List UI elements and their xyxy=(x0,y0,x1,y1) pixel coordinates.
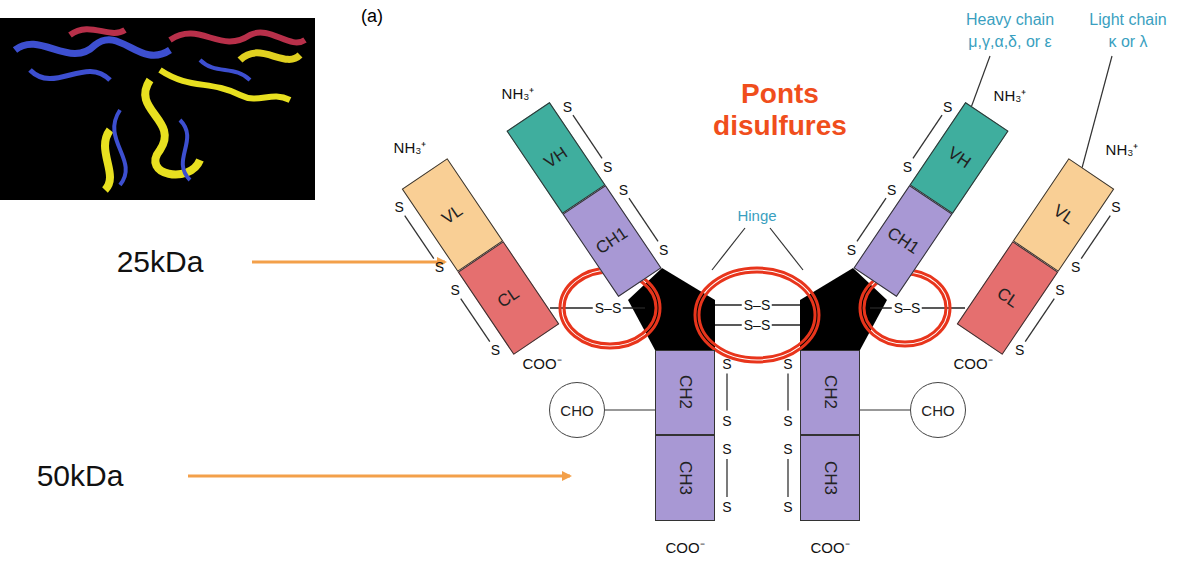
domain-label: CH2 xyxy=(675,375,695,409)
part-label: Heavy chain xyxy=(966,11,1054,29)
part-label: S–S xyxy=(892,300,922,316)
callout-title: Ponts disulfures xyxy=(685,78,875,142)
carbohydrate-circle: CHO xyxy=(549,382,605,438)
size-arrows xyxy=(188,262,570,476)
part-label: Light chain xyxy=(1089,11,1166,29)
part-label: S xyxy=(450,282,459,298)
part-label: S xyxy=(491,342,500,358)
disulfide-line xyxy=(726,459,727,497)
part-label: NH₃⁺ xyxy=(994,87,1027,104)
protein-inset xyxy=(0,18,315,200)
part-label: S xyxy=(435,259,444,275)
part-label: μ,γ,α,δ, or ε xyxy=(968,33,1051,51)
part-label: S xyxy=(1055,282,1064,298)
part-label: S xyxy=(659,242,668,258)
part-label: COO⁻ xyxy=(665,539,704,556)
part-label: S xyxy=(603,159,612,175)
domain-label: VH xyxy=(944,143,975,173)
part-label: S xyxy=(943,99,952,115)
domain-label: CH1 xyxy=(592,223,631,259)
domain-label: CHO xyxy=(921,402,954,419)
part-label: COO⁻ xyxy=(810,539,849,556)
part-label: S xyxy=(722,441,731,457)
carbohydrate-circle: CHO xyxy=(910,382,966,438)
part-label: NH₃⁺ xyxy=(394,139,427,156)
part-label: S xyxy=(847,242,856,258)
disulfide-line xyxy=(787,459,788,497)
domain-label: CH1 xyxy=(883,223,922,259)
part-label: S xyxy=(1111,199,1120,215)
part-label: NH₃⁺ xyxy=(502,85,535,102)
domain-label: CH2 xyxy=(820,375,840,409)
part-label: S xyxy=(1015,342,1024,358)
part-label: κ or λ xyxy=(1108,33,1147,51)
domain-label: CL xyxy=(493,284,522,313)
domain-label: VL xyxy=(438,201,466,229)
part-label: COO⁻ xyxy=(953,355,992,372)
part-label: S–S xyxy=(593,300,623,316)
part-label: NH₃⁺ xyxy=(1106,141,1139,158)
part-label: S xyxy=(783,441,792,457)
part-label: S–S xyxy=(742,317,772,333)
part-label: (a) xyxy=(361,6,383,27)
domain-label: CH3 xyxy=(675,461,695,495)
disulfide-lines xyxy=(405,115,1111,497)
part-label: S xyxy=(563,99,572,115)
part-label: S xyxy=(722,412,731,428)
heavy-constant-domain: CH2 xyxy=(655,350,715,435)
part-label: S xyxy=(783,355,792,371)
part-label: S xyxy=(722,499,731,515)
domain-label: CH3 xyxy=(820,461,840,495)
part-label: S xyxy=(394,199,403,215)
part-label: COO⁻ xyxy=(522,355,561,372)
domain-label: CL xyxy=(992,284,1021,313)
domain-label: VL xyxy=(1049,201,1077,229)
heavy-constant-domain: CH3 xyxy=(655,435,715,521)
part-label: S–S xyxy=(742,297,772,313)
part-label: 50kDa xyxy=(37,459,124,494)
part-label: S xyxy=(783,499,792,515)
part-label: S xyxy=(1071,259,1080,275)
domain-label: CHO xyxy=(560,402,593,419)
part-label: S xyxy=(722,355,731,371)
domain-label: VH xyxy=(541,143,572,173)
disulfide-line xyxy=(726,374,727,411)
heavy-constant-domain: CH3 xyxy=(800,435,860,521)
part-label: S xyxy=(619,182,628,198)
part-label: S xyxy=(783,412,792,428)
heavy-constant-domain: CH2 xyxy=(800,350,860,435)
part-label: 25kDa xyxy=(117,245,204,280)
disulfide-line xyxy=(787,374,788,411)
part-label: S xyxy=(887,182,896,198)
part-label: Hinge xyxy=(737,207,776,224)
part-label: S xyxy=(903,159,912,175)
